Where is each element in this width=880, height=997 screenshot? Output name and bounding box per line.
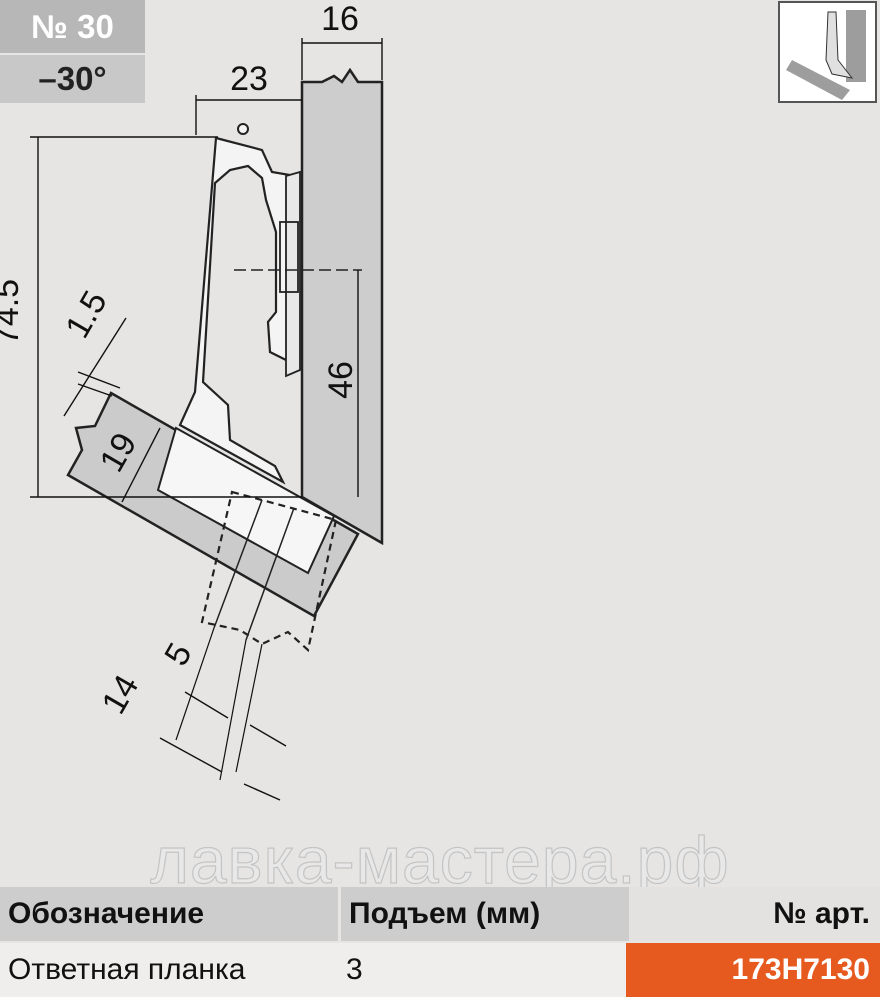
- dim-14: 14: [95, 669, 147, 721]
- dim-5: 5: [157, 637, 199, 672]
- plate-slot: [279, 221, 299, 293]
- dim-74-5: 74.5: [0, 279, 26, 345]
- dim-23: 23: [230, 60, 268, 98]
- hinge-thumbnail-icon: [778, 1, 877, 103]
- dim-16: 16: [321, 0, 359, 38]
- watermark: лавка-мастера.рф: [150, 822, 730, 897]
- cell-lift: 3: [346, 953, 363, 986]
- hinge-drawing: 16 23 74.5 46 1.5 19 5 14: [0, 0, 877, 801]
- header-article: № арт.: [629, 887, 880, 941]
- dim-46: 46: [322, 361, 360, 399]
- dim-line-19: [121, 427, 161, 503]
- header-designation: Обозначение: [8, 897, 205, 930]
- open-position-outline: [200, 490, 338, 653]
- mounting-plate: [285, 170, 301, 378]
- center-line: [245, 507, 295, 641]
- hinge-cup: [156, 426, 336, 575]
- header-lift: Подъем (мм): [338, 887, 629, 941]
- table-row: Ответная планка 3 173H7130: [0, 943, 880, 997]
- article-table: Обозначение Подъем (мм) № арт. Ответная …: [0, 887, 880, 997]
- badge-number: № 30: [0, 0, 145, 53]
- center-line: [213, 499, 263, 629]
- cell-article: 173H7130: [626, 943, 880, 997]
- hinge-arm: [178, 136, 298, 485]
- cell-designation: Ответная планка: [8, 953, 246, 986]
- dim-line-1-5: [63, 317, 127, 417]
- table-header-row: Обозначение Подъем (мм) № арт.: [0, 887, 880, 941]
- cabinet-side-panel: [300, 67, 384, 546]
- pivot-pin-icon: [237, 123, 249, 135]
- badge-angle: –30°: [0, 55, 145, 103]
- dim-1-5: 1.5: [58, 285, 115, 345]
